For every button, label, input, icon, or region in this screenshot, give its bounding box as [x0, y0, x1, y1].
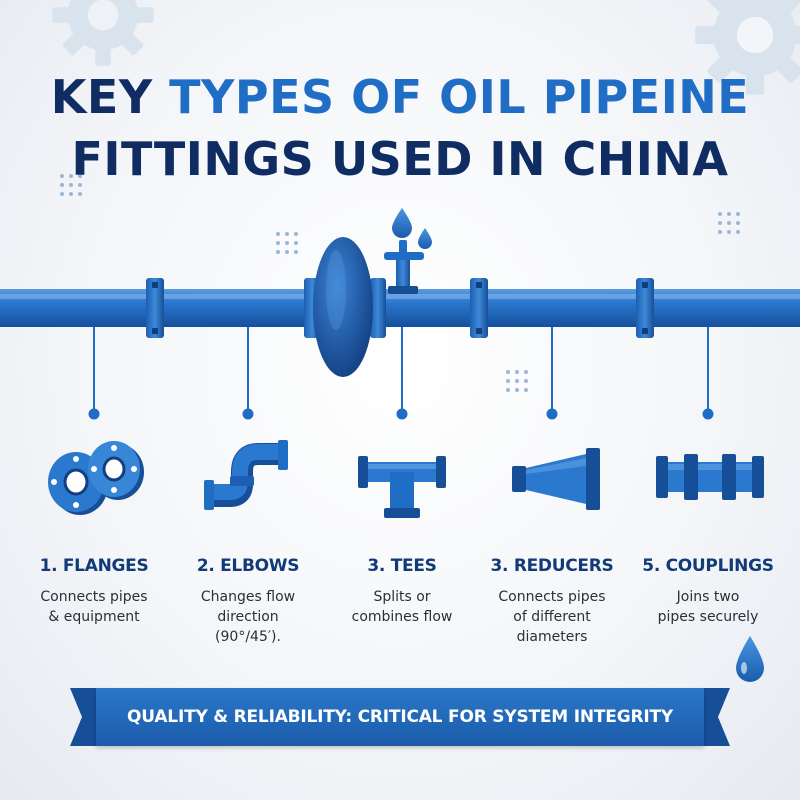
title-line-1: KEY TYPES OF OIL PIPEINE: [0, 66, 800, 128]
tee-icon: [358, 456, 446, 518]
coupling-icon: [656, 454, 764, 500]
desc-line: (90°/45′).: [215, 629, 281, 645]
pipe-flange: [636, 278, 654, 338]
connector-lines: [88, 325, 714, 420]
fitting-desc-couplings: Joins two pipes securely: [633, 587, 783, 627]
desc-line: direction: [217, 609, 279, 625]
desc-line: Connects pipes: [40, 589, 148, 605]
flanges-icon: [48, 441, 144, 515]
decorative-dots: [506, 370, 528, 392]
decorative-dots: [60, 174, 82, 196]
fitting-desc-tees: Splits or combines flow: [327, 587, 477, 627]
fitting-desc-elbows: Changes flow direction (90°/45′).: [173, 587, 323, 647]
elbow-icon: [204, 440, 288, 510]
fitting-label-reducers: 3. REDUCERS: [490, 556, 614, 576]
gear-icon: [52, 0, 154, 66]
water-drop-icon: [736, 636, 764, 682]
desc-line: & equipment: [48, 609, 140, 625]
reducer-icon: [512, 448, 600, 510]
valve-body: [313, 237, 373, 377]
banner-text: QUALITY & RELIABILITY: CRITICAL FOR SYST…: [127, 707, 673, 727]
fitting-label-couplings: 5. COUPLINGS: [642, 556, 774, 576]
water-drop-icon: [418, 228, 432, 249]
title-line-2: FITTINGS USED IN CHINA: [71, 132, 729, 186]
decorative-dots: [276, 232, 298, 254]
pipe-flange: [370, 278, 386, 338]
desc-line: Changes flow: [200, 589, 296, 605]
gear-icon: [695, 0, 800, 95]
fitting-desc-flanges: Connects pipes & equipment: [19, 587, 169, 627]
banner-ribbon-left: [70, 688, 98, 746]
desc-line: pipes securely: [657, 609, 759, 625]
desc-line: of different: [513, 609, 591, 625]
desc-line: Joins two: [676, 589, 740, 605]
banner-ribbon-right: [702, 688, 730, 746]
desc-line: Splits or: [373, 589, 431, 605]
desc-line: Connects pipes: [498, 589, 606, 605]
fitting-label-tees: 3. TEES: [367, 556, 437, 576]
title-accent: TYPES OF OIL PIPEINE: [169, 70, 750, 124]
page-title: KEY TYPES OF OIL PIPEINE FITTINGS USED I…: [0, 66, 800, 190]
desc-line: combines flow: [351, 609, 453, 625]
pipe-flange: [146, 278, 164, 338]
water-drop-icon: [392, 208, 412, 238]
fitting-desc-reducers: Connects pipes of different diameters: [477, 587, 627, 647]
fitting-label-elbows: 2. ELBOWS: [196, 556, 300, 576]
pipeline-illustration: [0, 208, 800, 420]
decorative-dots: [718, 212, 740, 234]
fitting-label-flanges: 1. FLANGES: [39, 556, 149, 576]
desc-line: diameters: [516, 629, 588, 645]
pipe-flange: [470, 278, 488, 338]
quality-banner: QUALITY & RELIABILITY: CRITICAL FOR SYST…: [96, 688, 704, 746]
title-prefix: KEY: [50, 70, 170, 124]
valve-handle-icon: [384, 240, 424, 294]
